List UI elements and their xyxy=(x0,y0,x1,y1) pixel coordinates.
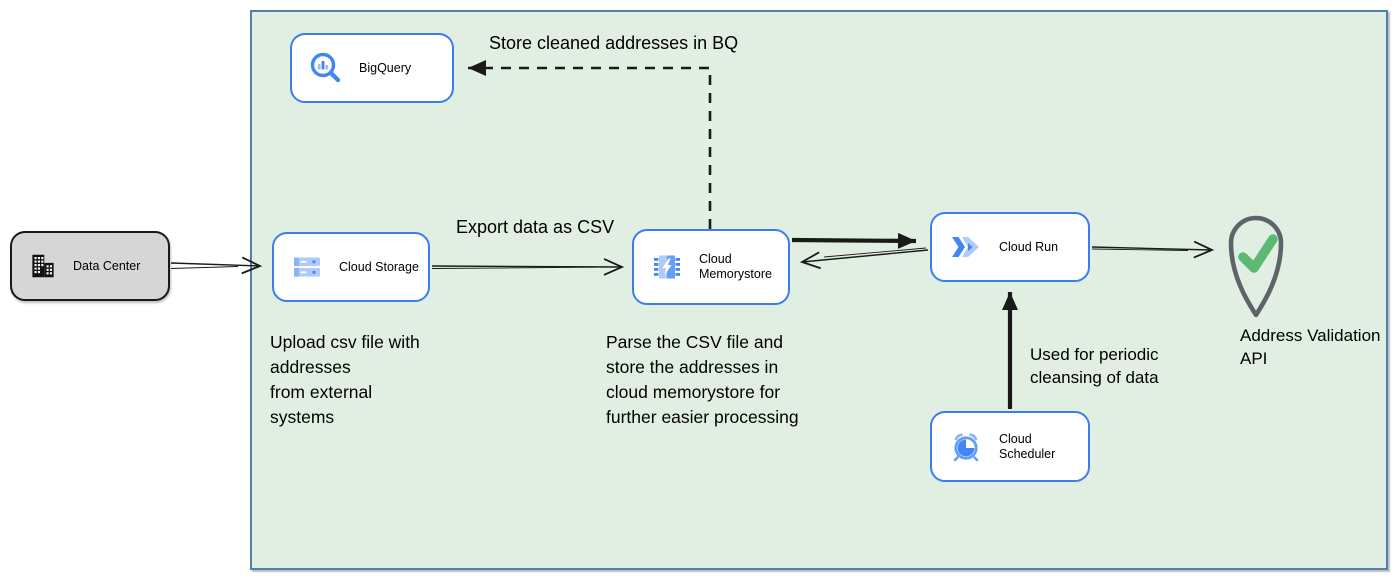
node-label: Cloud Run xyxy=(999,239,1059,254)
cloud-storage-icon xyxy=(290,250,324,284)
node-label: Data Center xyxy=(73,258,141,273)
edge-datacenter-to-storage xyxy=(170,256,263,275)
node-label: Cloud Scheduler xyxy=(999,431,1056,461)
cloud-run-icon xyxy=(948,229,984,265)
annotation-parse-csv: Parse the CSV file and store the address… xyxy=(606,332,799,427)
node-cloud-storage: Cloud Storage xyxy=(272,232,430,302)
node-cloud-memorystore: Cloud Memorystore xyxy=(632,229,790,305)
edge-label-store-bq: Store cleaned addresses in BQ xyxy=(489,33,739,53)
edge-label-periodic: Used for periodic cleansing of data xyxy=(1030,345,1159,387)
gcp-boundary-box xyxy=(250,10,1388,570)
node-data-center: Data Center xyxy=(10,231,170,301)
memorystore-icon xyxy=(650,250,684,284)
node-cloud-scheduler: Cloud Scheduler xyxy=(930,411,1090,482)
node-label: Cloud Memorystore xyxy=(699,252,772,281)
bigquery-icon xyxy=(308,50,344,86)
address-validation-label: Address Validation API xyxy=(1240,326,1381,368)
node-cloud-run: Cloud Run xyxy=(930,212,1090,282)
node-bigquery: BigQuery xyxy=(290,33,454,103)
building-icon xyxy=(28,251,58,281)
edge-label-export-csv: Export data as CSV xyxy=(456,217,615,237)
scheduler-icon xyxy=(948,429,984,465)
map-pin-check-icon xyxy=(1222,206,1290,324)
annotation-upload-csv: Upload csv file with addresses from exte… xyxy=(270,332,420,427)
node-label: Cloud Storage xyxy=(339,259,419,274)
edge-datacenter-to-storage-stroke2 xyxy=(170,266,239,269)
node-label: BigQuery xyxy=(359,60,412,75)
address-validation-pin xyxy=(1222,206,1290,329)
